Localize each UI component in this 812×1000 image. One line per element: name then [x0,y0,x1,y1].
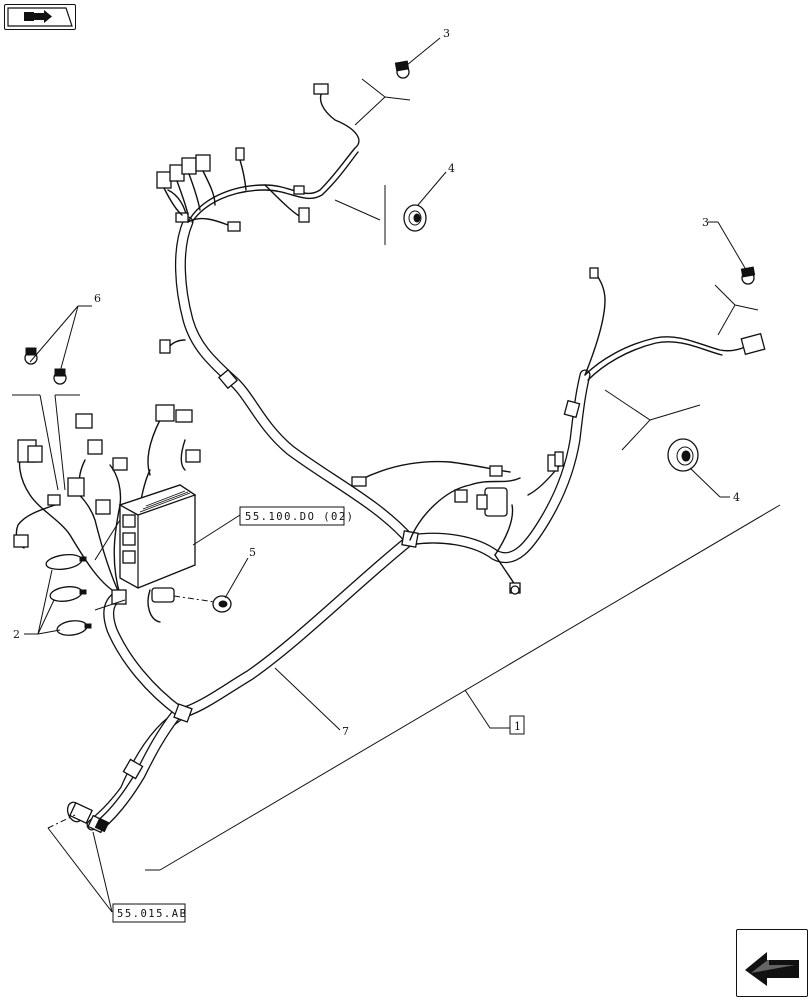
left-connector-cluster [13,404,216,623]
reference-label-top[interactable]: 55.100.DO (02) [245,511,355,523]
reference-box-top[interactable]: 55.100.DO (02) [239,506,355,526]
upper-wire-loop [156,83,360,354]
connector-cluster-top [156,154,216,216]
clip-part-6 [24,347,67,385]
arrow-next-icon [745,952,799,986]
callout-labels: 3 4 3 4 5 6 2 7 1 [13,27,740,738]
reference-box-bottom[interactable]: 55.015.AB [112,903,187,923]
callout-3-right: 3 [702,216,709,229]
ecu-module [118,484,197,589]
callout-1: 1 [514,720,521,733]
next-page-button[interactable] [736,929,808,997]
callout-7: 7 [342,725,349,738]
reference-label-bottom[interactable]: 55.015.AB [117,908,187,920]
grommet-part-4-top [403,204,427,232]
callout-2: 2 [13,628,20,641]
callout-3-top: 3 [443,27,450,40]
grommet-part-5 [212,595,232,613]
previous-page-button[interactable] [4,4,76,30]
callout-5: 5 [249,546,256,559]
cable-ties-part-2 [45,553,92,636]
leader-lines [12,37,781,913]
callout-4-right: 4 [733,491,740,504]
clip-part-3-right [740,266,756,285]
arrow-previous-icon [7,7,73,27]
clip-part-3-top [394,60,410,79]
callout-6: 6 [94,292,101,305]
right-wire-branch [351,267,766,595]
grommet-part-4-right [667,438,699,472]
end-connectors [66,801,110,834]
loose-parts [24,60,756,834]
callout-4-top: 4 [448,162,455,175]
